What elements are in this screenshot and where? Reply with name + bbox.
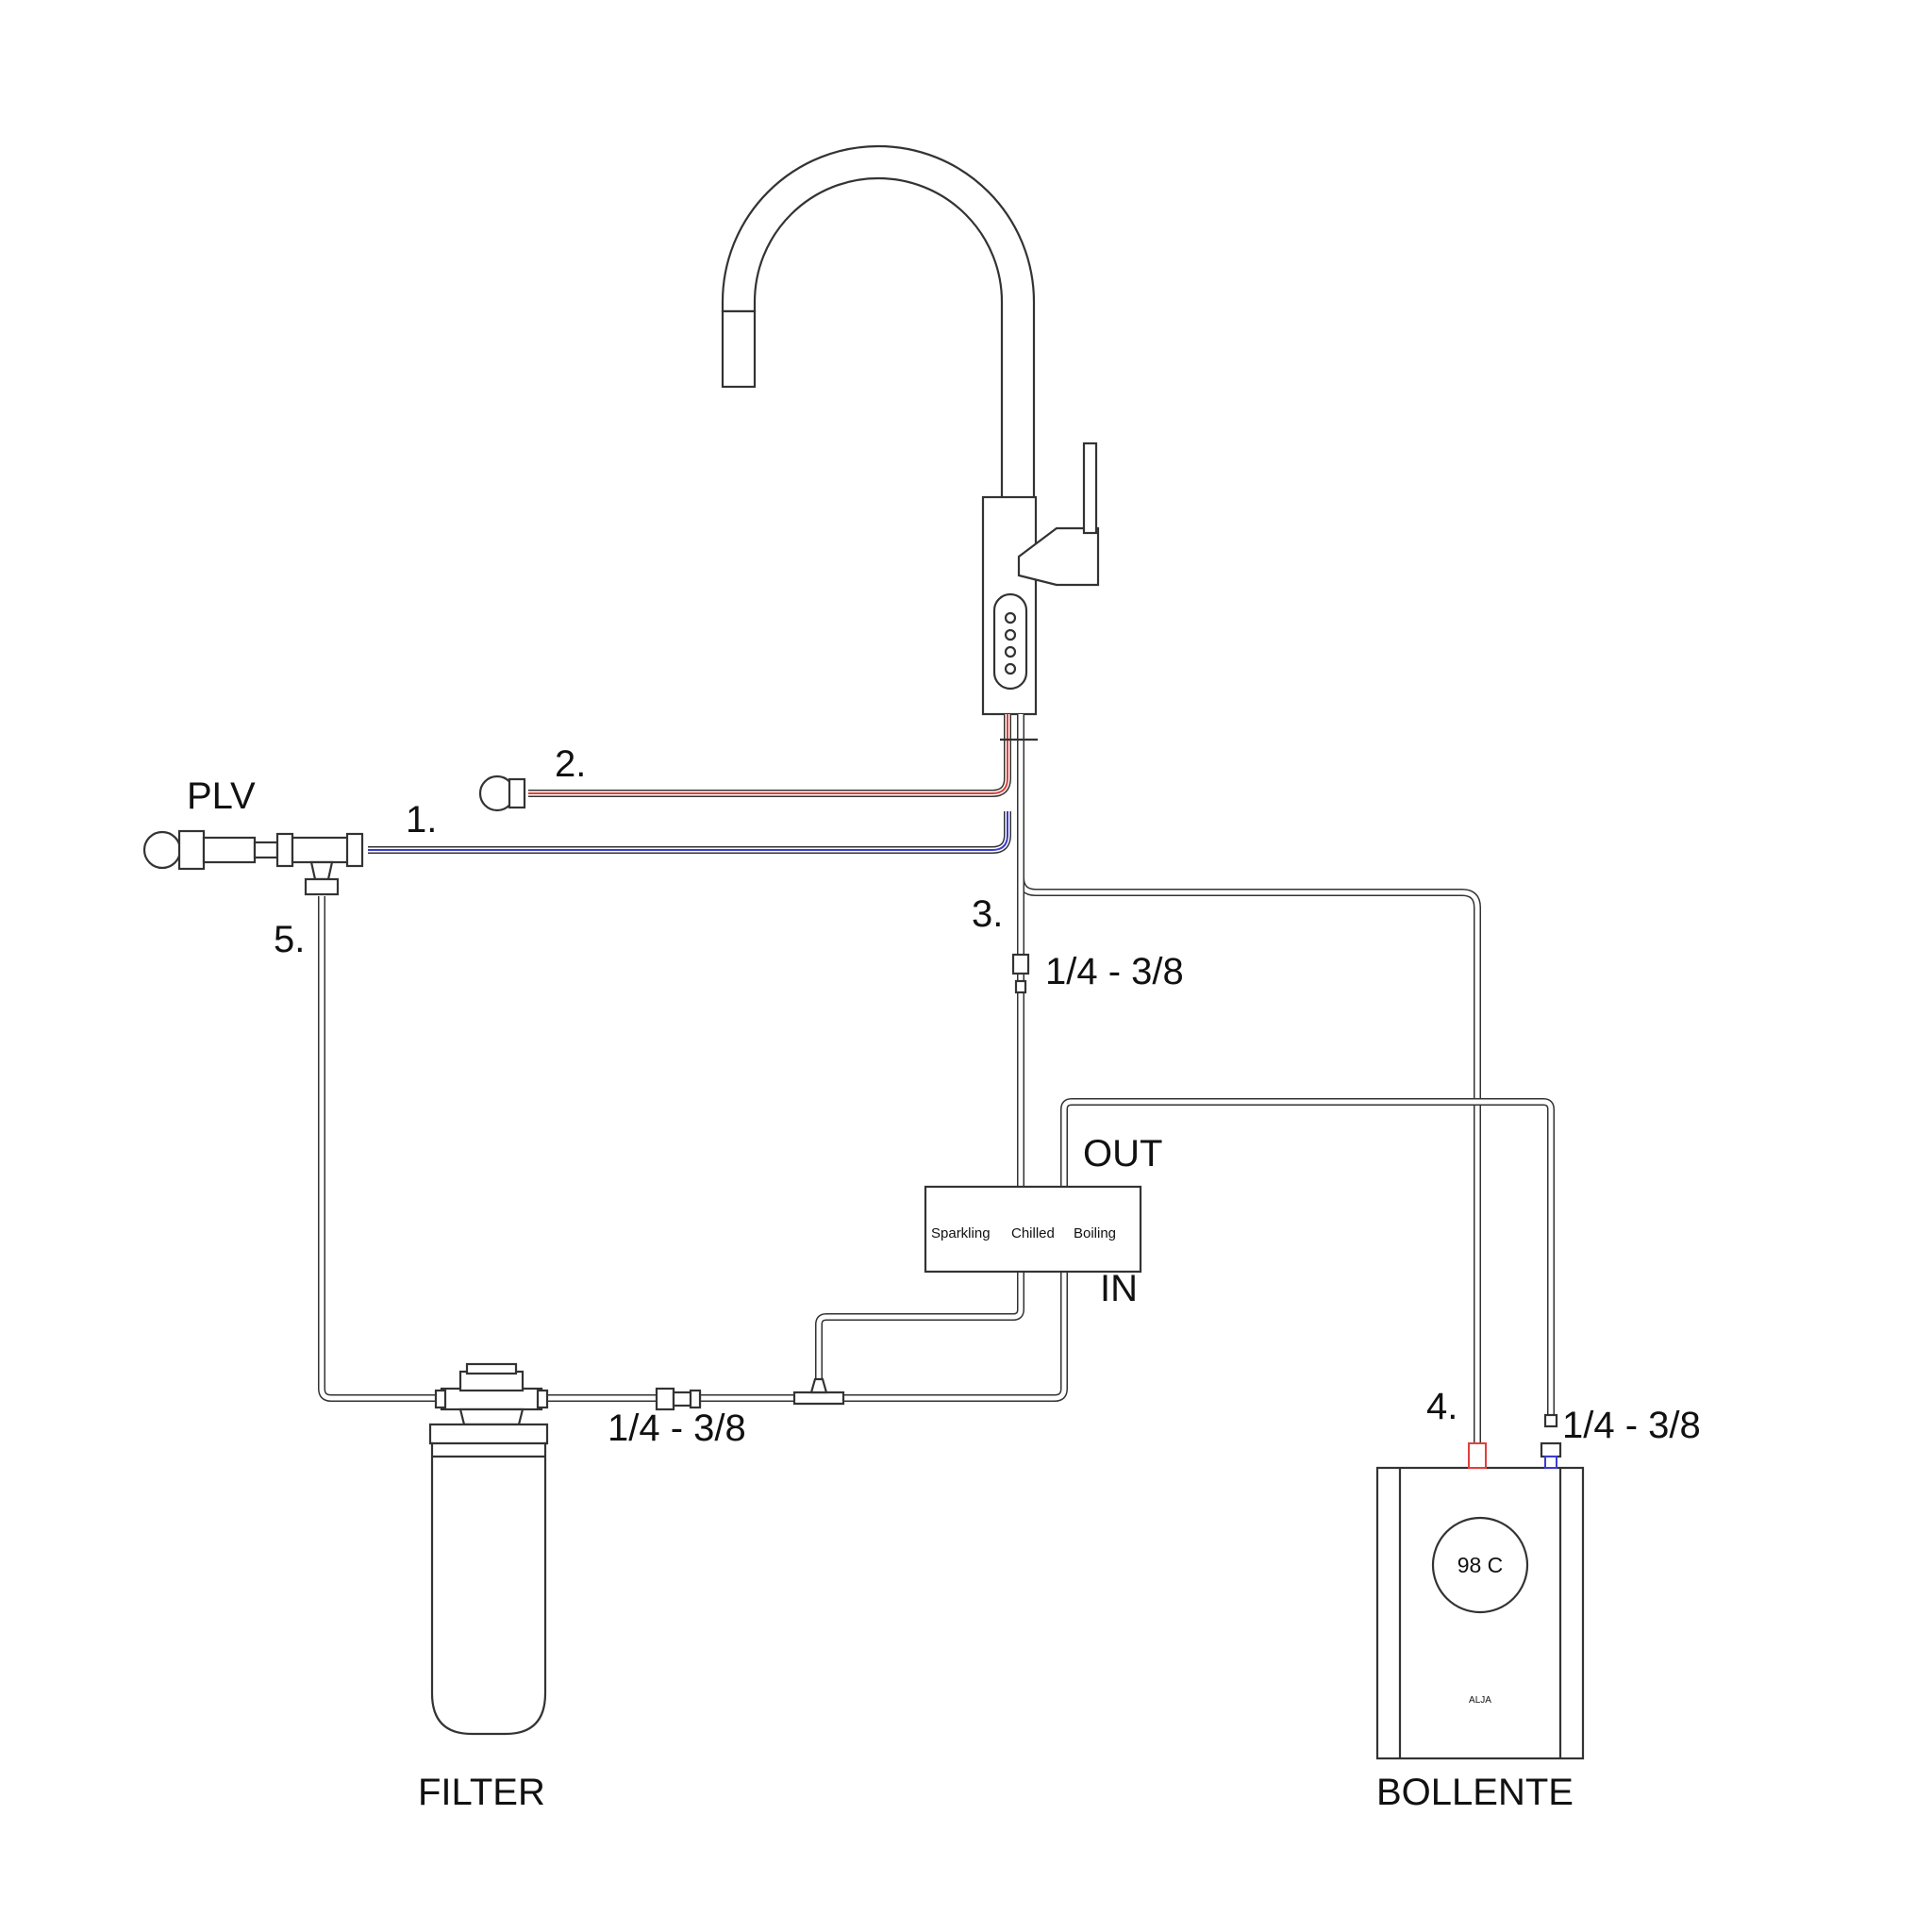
label-item-1: 1. — [406, 799, 437, 841]
pipe-tee-to-cooler — [815, 1272, 1024, 1394]
plv-valve — [142, 829, 364, 896]
label-item-5: 5. — [274, 919, 305, 960]
faucet-button-panel — [992, 592, 1028, 691]
pipe-cold-supply — [368, 811, 1011, 854]
pipe-cold-supply-core — [368, 811, 1010, 853]
pipe-filter-out — [528, 1272, 1068, 1402]
plv-tee-nut — [304, 877, 340, 896]
plv-fitting — [253, 841, 279, 859]
pipe-boiler-feed — [1017, 714, 1481, 1443]
boiler-cold-inlet-nut — [1543, 1413, 1558, 1428]
cold-line — [368, 811, 1008, 851]
filter — [428, 1362, 549, 1736]
label-size-boiler: 1/4 - 3/8 — [1562, 1405, 1701, 1446]
hot-line — [528, 714, 1008, 794]
plv-nut-3 — [345, 832, 364, 868]
filter-head-top — [465, 1362, 518, 1375]
faucet-lever — [1082, 441, 1098, 535]
filter-port-right — [536, 1389, 549, 1409]
boiler-cold-inlet-fitting — [1540, 1441, 1562, 1458]
cooler-mode-boiling: Boiling — [1074, 1225, 1116, 1241]
supply-tee-stem — [809, 1377, 828, 1394]
label-in: IN — [1100, 1268, 1138, 1309]
faucet-button-icon — [1004, 662, 1017, 675]
cooler-box — [924, 1185, 1142, 1274]
label-size-filter: 1/4 - 3/8 — [608, 1407, 746, 1449]
faucet-spout — [721, 144, 1036, 502]
pipe-hot-supply — [528, 714, 1011, 797]
cooler-mode-sparkling: Sparkling — [931, 1225, 991, 1241]
supply-tee — [792, 1391, 845, 1406]
filter-neck — [458, 1407, 525, 1426]
pipe-tee-to-cooler-core — [816, 1272, 1024, 1394]
faucet-handle — [1017, 526, 1100, 587]
faucet — [721, 144, 1100, 716]
label-item-2: 2. — [555, 743, 586, 785]
faucet-button-icon — [1004, 645, 1017, 658]
pipes — [318, 714, 1555, 1443]
faucet-connectors — [1000, 738, 1038, 994]
label-item-3: 3. — [972, 893, 1003, 935]
label-item-4: 4. — [1426, 1386, 1457, 1427]
cooler-unit: Sparkling Chilled Boiling — [924, 1185, 1142, 1274]
connector-filter-line-3 — [689, 1389, 702, 1409]
boiler-hot-outlet — [1468, 1442, 1487, 1469]
plv-body — [202, 836, 257, 864]
plv-nut — [177, 829, 206, 871]
pipe-boiler-feed-core — [1018, 714, 1480, 1443]
label-out: OUT — [1083, 1133, 1162, 1174]
boiler-cold-inlet — [1544, 1456, 1557, 1469]
boiler: 98 C ALJA — [1375, 1413, 1585, 1760]
label-bollente: BOLLENTE — [1376, 1772, 1574, 1813]
cooler-mode-chilled: Chilled — [1011, 1225, 1055, 1241]
label-filter: FILTER — [418, 1772, 545, 1813]
pipe-hot-supply-core — [528, 714, 1010, 796]
supply-lines — [368, 714, 1011, 854]
pipe-plv-to-filter-core — [319, 896, 441, 1401]
pipe-plv-to-filter — [318, 896, 441, 1402]
plv-tee-down — [309, 860, 334, 881]
hot-valve-nut — [508, 777, 526, 809]
filter-fittings — [655, 1377, 845, 1411]
pipe-cooler-out-boiler-core — [1061, 1099, 1554, 1424]
pipe-filter-out-core — [528, 1272, 1067, 1401]
label-size-faucet: 1/4 - 3/8 — [1045, 951, 1184, 992]
plv-tee-body — [291, 836, 351, 864]
plv-nut-2 — [275, 832, 294, 868]
connector-filter-line — [655, 1387, 675, 1411]
faucet-button-icon — [1004, 611, 1017, 625]
hot-valve — [478, 774, 526, 812]
boiler-temperature: 98 C — [1457, 1553, 1504, 1577]
connector-faucet-line — [1011, 953, 1030, 975]
labels: PLV 1. 2. 3. 4. 5. 1/4 - 3/8 1/4 - 3/8 1… — [187, 743, 1701, 1813]
filter-cartridge — [428, 1423, 549, 1736]
plv-knob — [142, 830, 182, 870]
boiler-logo: ALJA — [1469, 1695, 1491, 1706]
connector-faucet-line-2 — [1014, 979, 1027, 994]
filter-port-left — [434, 1389, 447, 1409]
filter-head — [440, 1387, 543, 1411]
faucet-button-icon — [1004, 628, 1017, 641]
plv-label: PLV — [187, 775, 256, 817]
faucet-spout-tip — [721, 309, 757, 389]
boiler-display — [1431, 1516, 1529, 1614]
